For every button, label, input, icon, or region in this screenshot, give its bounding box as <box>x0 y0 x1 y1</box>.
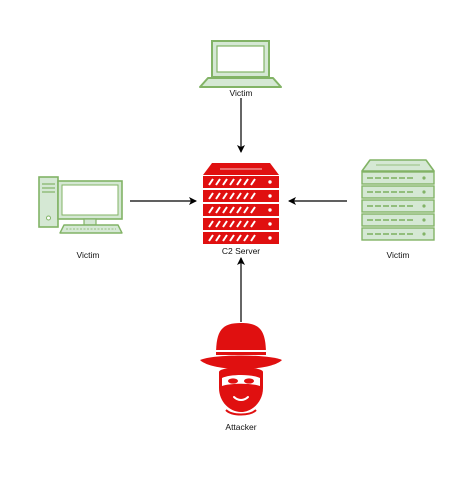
laptop-icon <box>199 40 282 88</box>
victim-desktop-node[interactable]: Victim <box>38 176 123 260</box>
attacker-node[interactable]: Attacker <box>200 323 282 432</box>
c2-server-label: C2 Server <box>222 246 260 256</box>
hacker-fedora-icon <box>200 323 282 416</box>
victim-laptop-label: Victim <box>230 88 253 98</box>
c2-server-node[interactable]: C2 Server <box>203 163 279 256</box>
edges <box>130 98 347 322</box>
victim-laptop-node[interactable]: Victim <box>199 40 282 98</box>
desktop-computer-icon <box>38 176 123 234</box>
attacker-label: Attacker <box>225 422 256 432</box>
server-rack-icon <box>203 163 279 244</box>
victim-desktop-label: Victim <box>77 250 100 260</box>
victim-server-node[interactable]: Victim <box>361 159 435 260</box>
server-rack-icon <box>361 159 435 241</box>
victim-server-label: Victim <box>387 250 410 260</box>
